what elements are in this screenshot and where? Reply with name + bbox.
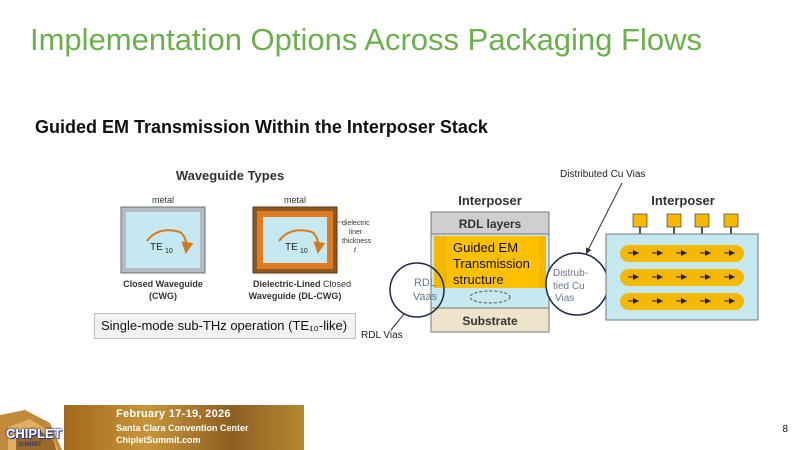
slide-title: Implementation Options Across Packaging … bbox=[30, 22, 702, 57]
footer: February 17-19, 2026 Santa Clara Convent… bbox=[0, 405, 310, 450]
liner-note-4: t bbox=[354, 247, 357, 254]
slide-number: 8 bbox=[782, 424, 788, 435]
slide-subtitle: Guided EM Transmission Within the Interp… bbox=[35, 117, 488, 137]
dlcwg-caption-1: Dielectric-Lined Closed bbox=[253, 279, 351, 289]
rdl-circle-label-2: Vaas bbox=[413, 291, 438, 303]
footer-banner: February 17-19, 2026 Santa Clara Convent… bbox=[64, 405, 304, 450]
distrib-label-2: tied Cu bbox=[553, 281, 585, 292]
rdl-circle-label-1: RDL bbox=[414, 277, 436, 289]
distributed-cu-vias-callout: Distributed Cu Vias bbox=[560, 169, 646, 180]
rdl-vias-callout-line bbox=[390, 313, 405, 331]
guided-label-1: Guided EM bbox=[453, 240, 518, 255]
dlcwg-mode-label: TE bbox=[285, 242, 298, 253]
cwg-caption-2: (CWG) bbox=[149, 291, 177, 301]
top-pads bbox=[632, 213, 739, 234]
flow-arrows bbox=[628, 250, 735, 304]
cwg-caption-1: Closed Waveguide bbox=[123, 279, 203, 289]
distrib-label-3: Vias bbox=[555, 293, 574, 304]
footer-date: February 17-19, 2026 bbox=[116, 408, 231, 420]
liner-note-2: liner bbox=[349, 229, 363, 236]
rdl-layers-label: RDL layers bbox=[459, 217, 522, 231]
rdl-vias-callout: RDL Vias bbox=[361, 330, 403, 341]
right-interposer-heading: Interposer bbox=[651, 193, 715, 208]
guided-label-2: Transmission bbox=[453, 256, 530, 271]
dlcwg-caption-2: Waveguide (DL-CWG) bbox=[249, 291, 342, 301]
footer-venue: Santa Clara Convention Center bbox=[116, 423, 249, 433]
footer-url: ChipletSummit.com bbox=[116, 435, 201, 445]
dlcwg-mode-sub: 10 bbox=[300, 248, 308, 255]
substrate-label: Substrate bbox=[462, 314, 518, 328]
cu-vias-callout-arrow bbox=[585, 182, 623, 255]
cavity-dashed-outline bbox=[469, 290, 511, 304]
left-interposer-heading: Interposer bbox=[458, 193, 522, 208]
logo-text: CHIPLET bbox=[6, 426, 62, 441]
guided-label-3: structure bbox=[453, 272, 504, 287]
dlcwg-metal-label: metal bbox=[284, 195, 306, 205]
dlcwg-field-arrow bbox=[278, 229, 326, 254]
liner-note-1: dielectric bbox=[342, 220, 370, 227]
logo-subtext: SUMMIT bbox=[18, 442, 42, 448]
waveguide-heading: Waveguide Types bbox=[176, 168, 284, 183]
cwg-field-arrow bbox=[146, 229, 194, 254]
mode-note-box: Single-mode sub-THz operation (TE₁₀-like… bbox=[94, 313, 356, 339]
cwg-cavity bbox=[126, 212, 200, 268]
cwg-mode-label: TE bbox=[150, 242, 163, 253]
rdl-vias-callout-circle bbox=[389, 262, 445, 318]
cwg-metal-label: metal bbox=[152, 195, 174, 205]
liner-note-3: thickness bbox=[342, 238, 372, 245]
cwg-mode-sub: 10 bbox=[165, 248, 173, 255]
distrib-label-1: Distrub- bbox=[553, 268, 588, 279]
substrate-block bbox=[430, 307, 550, 333]
guided-label-box bbox=[447, 236, 539, 288]
logo-stairs-graphic bbox=[0, 410, 62, 450]
dlcwg-cavity bbox=[263, 217, 327, 263]
